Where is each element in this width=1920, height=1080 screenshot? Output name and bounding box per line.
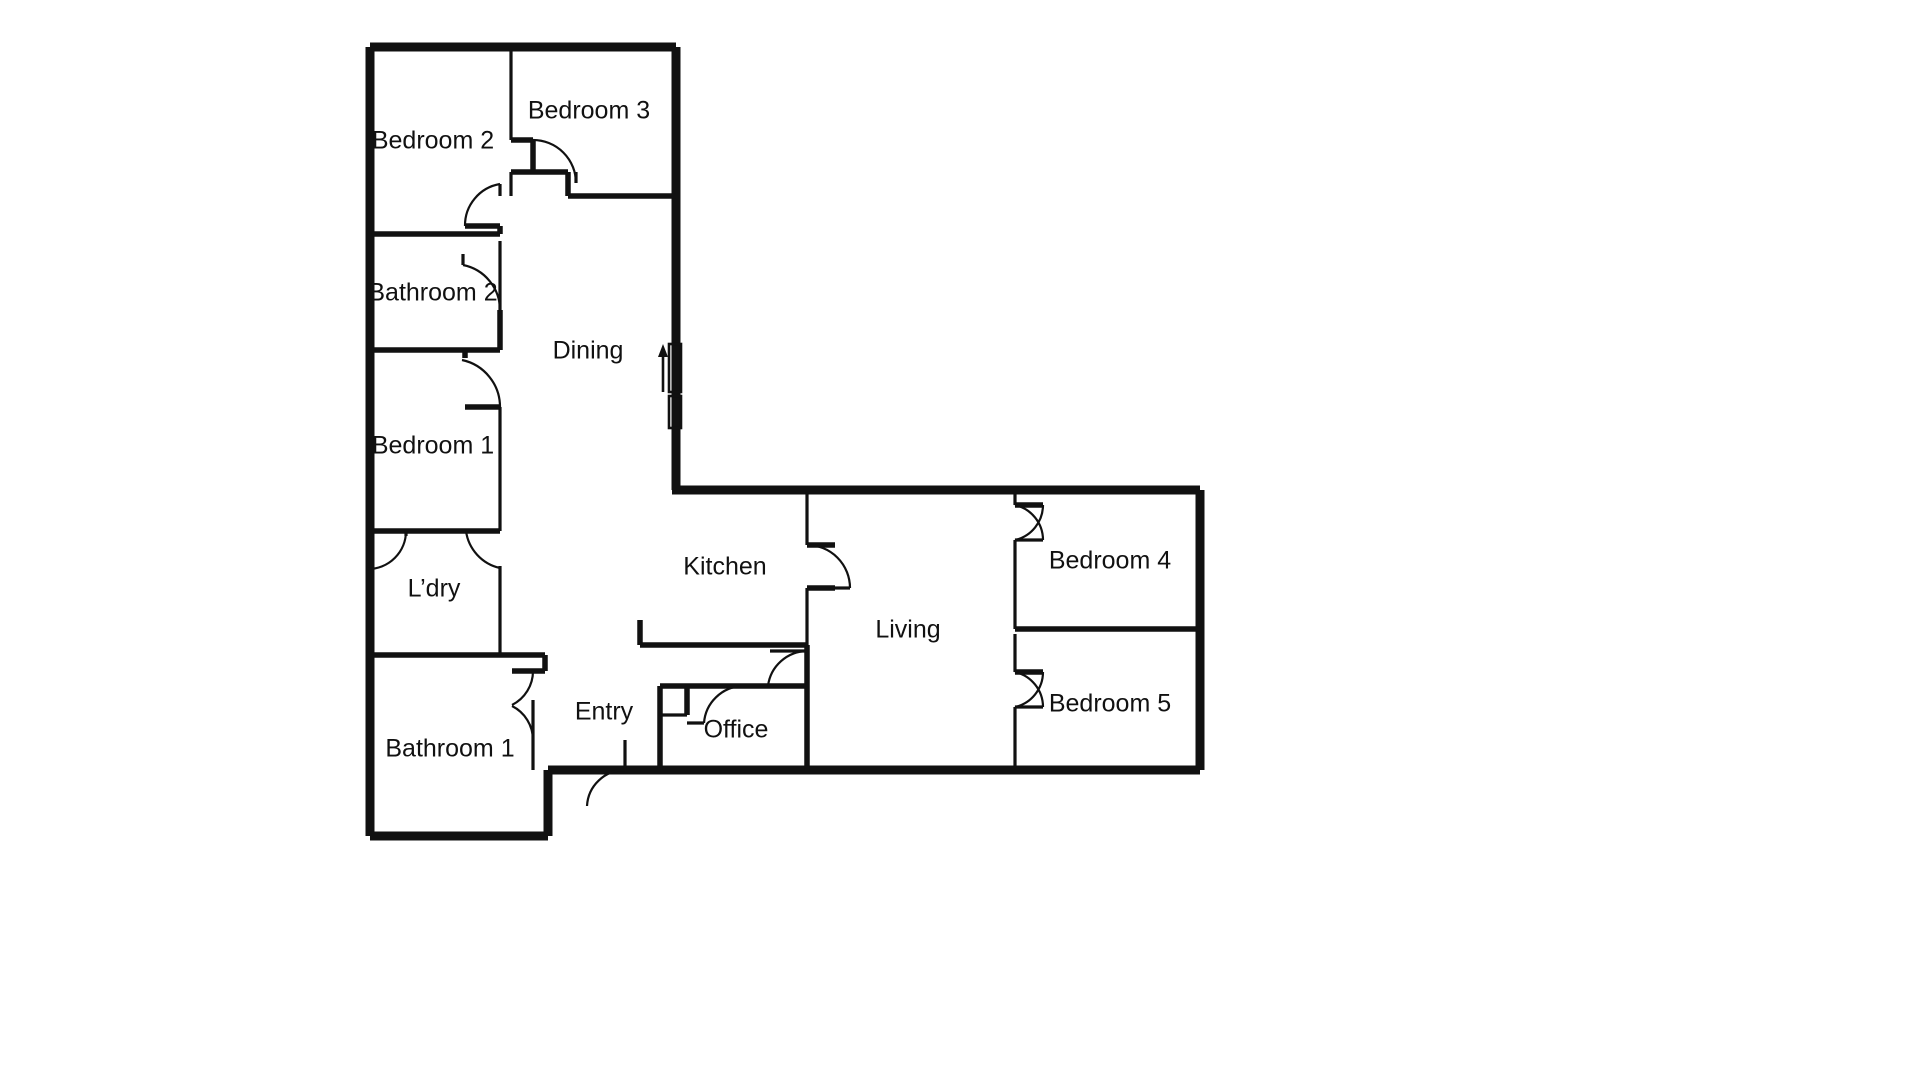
door-bedroom-4-icon — [1014, 503, 1045, 541]
door-bedroom-1-icon — [461, 358, 502, 408]
door-bedroom-5-b-icon — [1014, 671, 1045, 709]
room-label-bedroom-5: Bedroom 5 — [1049, 690, 1171, 718]
door-bathroom-2-icon — [462, 263, 502, 311]
room-label-bedroom-2: Bedroom 2 — [372, 127, 494, 155]
room-label-office: Office — [704, 716, 769, 744]
interior-walls-left-wing — [372, 50, 676, 770]
stairs-up-arrow-icon — [658, 344, 668, 357]
room-label-bedroom-4: Bedroom 4 — [1049, 547, 1171, 575]
door-swings — [367, 138, 1045, 807]
door-bathroom-1-b-icon — [511, 705, 535, 741]
stairs-icon — [658, 342, 683, 430]
room-label-entry: Entry — [575, 698, 634, 726]
door-bedroom-2-icon — [463, 182, 501, 227]
room-labels: Bedroom 2 Bedroom 3 Bathroom 2 Bedroom 1… — [368, 97, 1171, 763]
door-office-icon — [702, 684, 743, 724]
exterior-walls — [365, 42, 1205, 841]
room-label-bedroom-3: Bedroom 3 — [528, 97, 650, 125]
door-bedroom-5-icon — [1014, 670, 1045, 708]
door-bedroom-4-b-icon — [1014, 504, 1045, 542]
door-entry-icon — [585, 768, 626, 807]
door-office-living-icon — [766, 649, 808, 687]
door-ldry-south-icon — [464, 530, 501, 570]
room-label-living: Living — [875, 616, 940, 644]
stairs-flight-upper — [667, 342, 683, 394]
stairs-flight-lower — [667, 394, 683, 430]
room-label-kitchen: Kitchen — [683, 553, 766, 581]
room-label-bedroom-1: Bedroom 1 — [372, 432, 494, 460]
door-bathroom-1-icon — [511, 670, 535, 706]
room-label-bathroom-1: Bathroom 1 — [385, 735, 514, 763]
room-label-bathroom-2: Bathroom 2 — [368, 279, 497, 307]
door-ldry-north-icon — [367, 530, 408, 571]
room-label-ldry: L’dry — [408, 575, 461, 603]
room-label-dining: Dining — [553, 337, 624, 365]
door-kitchen-icon — [806, 543, 852, 589]
